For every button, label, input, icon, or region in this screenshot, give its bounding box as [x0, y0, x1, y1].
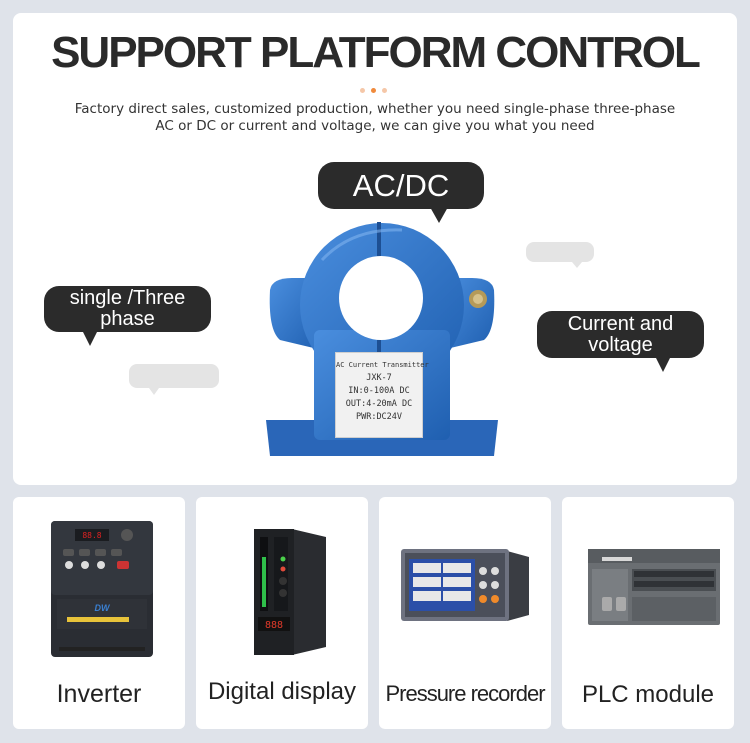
application-card-inverter: 88.8 DW Inverter [13, 497, 185, 729]
application-card-digital-display: 888 Digital display [196, 497, 368, 729]
current-label-line-2: voltage [588, 334, 653, 356]
inverter-brand: DW [95, 603, 111, 613]
title-divider-dots [354, 87, 396, 95]
current-label-line-1: Current and [567, 313, 674, 335]
application-card-plc-module: PLC module [562, 497, 734, 729]
inverter-icon: 88.8 DW [51, 521, 153, 657]
caption-plc-module: PLC module [581, 681, 715, 708]
page-subtitle: Factory direct sales, customized product… [40, 101, 710, 135]
plc-module-icon [588, 549, 720, 625]
current-voltage-bubble: Current and voltage [537, 311, 704, 372]
label-line-4: OUT:4-20mA DC [345, 399, 413, 409]
caption-pressure-recorder: Pressure recorder [385, 681, 545, 706]
phase-bubble: single /Three phase [44, 286, 211, 346]
label-line-3: IN:0-100A DC [348, 386, 410, 396]
application-card-pressure-recorder: Pressure recorder [379, 497, 551, 729]
subtitle-line-2: AC or DC or current and voltage, we can … [155, 118, 595, 134]
page-title: SUPPORT PLATFORM CONTROL [51, 28, 701, 77]
placeholder-bubble-left [129, 364, 219, 395]
acdc-label: AC/DC [352, 168, 450, 203]
phase-label-line-1: single /Three [69, 287, 186, 309]
svg-text:888: 888 [265, 620, 283, 631]
product-label-plate: AC Current Transmitter JXK-7 IN:0-100A D… [335, 352, 429, 438]
caption-inverter: Inverter [56, 680, 142, 708]
acdc-bubble: AC/DC [318, 162, 484, 223]
svg-text:88.8: 88.8 [82, 531, 101, 540]
caption-digital-display: Digital display [207, 678, 357, 705]
label-line-1: AC Current Transmitter [336, 361, 429, 369]
placeholder-bubble-right [526, 242, 594, 268]
subtitle-line-1: Factory direct sales, customized product… [74, 101, 676, 117]
phase-label-line-2: phase [100, 308, 155, 330]
digital-display-icon: 888 [254, 529, 326, 655]
label-line-5: PWR:DC24V [355, 412, 403, 422]
pressure-recorder-icon [401, 549, 529, 621]
label-line-2: JXK-7 [366, 373, 392, 383]
